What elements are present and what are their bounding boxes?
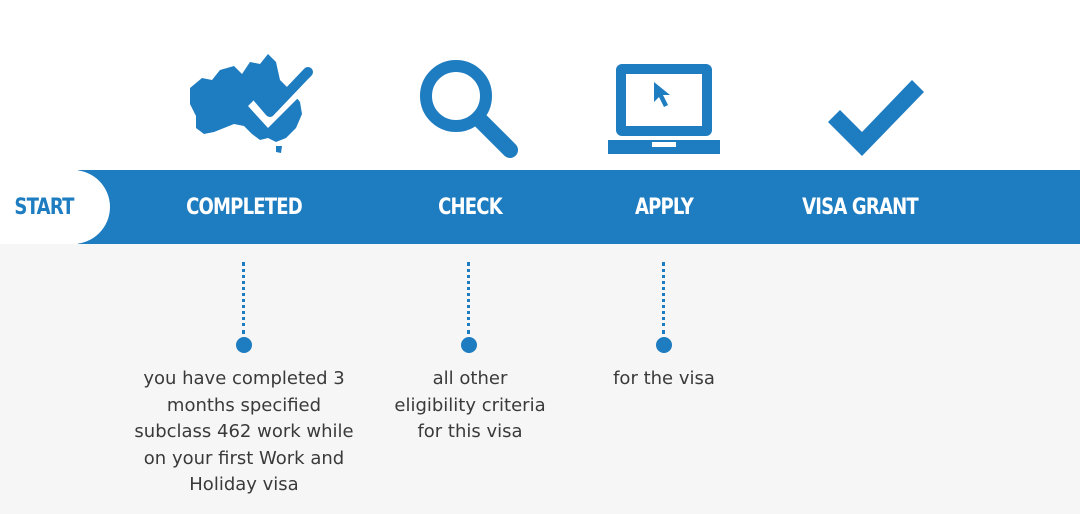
step-visa-grant-label: VISA GRANT (802, 194, 919, 220)
magnifier-icon (420, 60, 518, 158)
step-completed-label: COMPLETED (186, 194, 303, 220)
step-check-description: all other eligibility criteria for this … (394, 368, 546, 442)
connector-apply (662, 262, 665, 334)
australia-check-icon (190, 54, 314, 153)
start-label: START (14, 194, 74, 220)
lower-background (0, 244, 1080, 514)
connector-dot-completed (236, 337, 252, 353)
step-apply-description: for the visa (613, 368, 715, 389)
step-completed-description: you have completed 3 months specified su… (134, 368, 354, 495)
connector-dot-apply (656, 337, 672, 353)
checkmark-icon (828, 80, 924, 156)
step-check-label: CHECK (438, 194, 503, 220)
step-apply-label: APPLY (634, 194, 694, 220)
connector-completed (242, 262, 245, 334)
start-notch (0, 170, 110, 244)
connector-check (467, 262, 470, 334)
connector-dot-check (461, 337, 477, 353)
timeline-band (78, 170, 1080, 244)
laptop-icon (608, 64, 720, 154)
